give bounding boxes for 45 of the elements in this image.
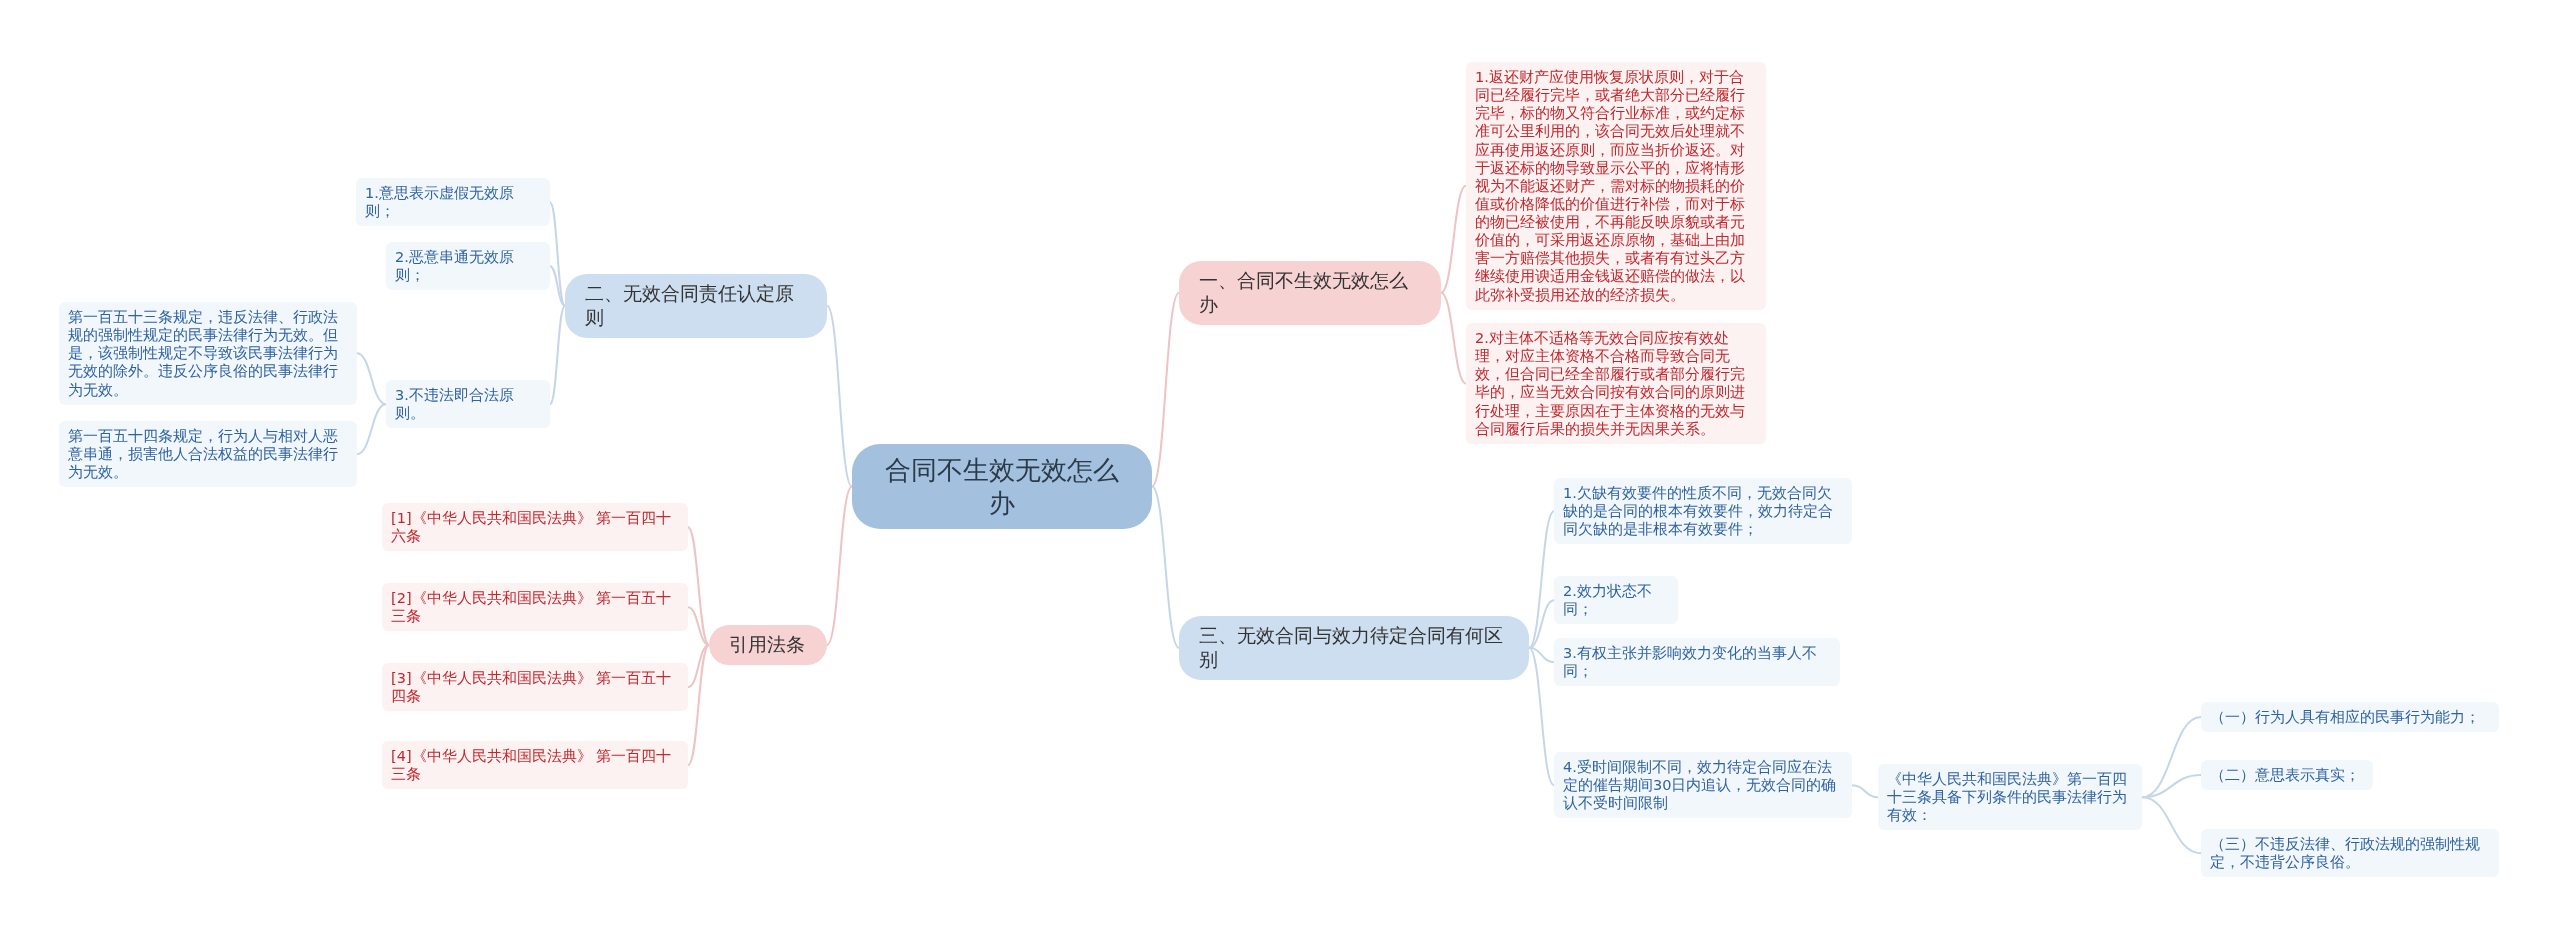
note-box: 3.不违法即合法原则。: [386, 380, 550, 429]
note-box: [3]《中华人民共和国民法典》 第一百五十四条: [382, 663, 688, 712]
connector-line: [687, 606, 710, 646]
note-box: 2.恶意串通无效原则；: [386, 242, 550, 291]
note-box: 4.受时间限制不同，效力待定合同应在法定的催告期间30日内追认，无效合同的确认不受时间限制: [1554, 752, 1852, 819]
connector-line: [1851, 784, 1879, 799]
branch-box: 二、无效合同责任认定原则: [565, 274, 827, 338]
note-box: （一）行为人具有相应的民事行为能力；: [2201, 702, 2499, 733]
connector-line: [1528, 599, 1555, 649]
connector-line: [356, 352, 387, 406]
note-box: 1.返还财产应使用恢复原状原则，对于合同已经履行完毕，或者绝大部分已经履行完毕，标的物又符合行业标准，或约定标准可公里利用的，该合同无效后处理就不应再使用返还原则，而应当折价返还。对于返还标的物导致显示公平的，应将情形视为不能返还财产，需对标的物损耗的价值或价格降低的价值进行补偿，而对于标的物已经被使用，不再能反映原貌或者元价值的，可采用返还原原物，基础上由加害一方赔偿其他损失，或者有有过头乙方继续使用谀适用金钱返还赔偿的做法，以此弥补受损用还放的经济损失。: [1466, 62, 1766, 310]
connector-line: [687, 643, 710, 689]
connector-line: [1528, 646, 1555, 664]
connector-line: [356, 403, 387, 456]
connector-line: [1440, 184, 1467, 294]
note-box: 2.效力状态不同；: [1554, 576, 1678, 625]
connector-line: [1528, 646, 1555, 787]
connector-line: [826, 304, 853, 488]
note-box: [1]《中华人民共和国民法典》 第一百四十六条: [382, 503, 688, 552]
connector-line: [1528, 510, 1555, 649]
topic-box: 合同不生效无效怎么办: [852, 444, 1152, 529]
note-box: [2]《中华人民共和国民法典》 第一百五十三条: [382, 583, 688, 632]
branch-box: 引用法条: [709, 625, 827, 665]
note-box: 《中华人民共和国民法典》第一百四十三条具备下列条件的民事法律行为有效：: [1878, 764, 2142, 831]
note-box: 3.有权主张并影响效力变化的当事人不同；: [1554, 638, 1840, 687]
note-box: [4]《中华人民共和国民法典》 第一百四十三条: [382, 741, 688, 790]
note-box: 1.欠缺有效要件的性质不同，无效合同欠缺的是合同的根本有效要件，效力待定合同欠缺的是非根本有效要件；: [1554, 478, 1852, 545]
note-box: （三）不违反法律、行政法规的强制性规定，不违背公序良俗。: [2201, 829, 2499, 878]
connector-line: [2141, 796, 2202, 855]
connector-line: [1440, 291, 1467, 385]
note-box: 第一百五十四条规定，行为人与相对人恶意串通，损害他人合法权益的民事法律行为无效。: [59, 421, 357, 488]
note-box: （二）意思表示真实；: [2201, 760, 2373, 791]
branch-box: 三、无效合同与效力待定合同有何区别: [1179, 616, 1529, 680]
connector-line: [687, 643, 710, 767]
note-box: 1.意思表示虚假无效原则；: [356, 178, 550, 227]
connector-line: [687, 526, 710, 646]
note-box: 第一百五十三条规定，违反法律、行政法规的强制性规定的民事法律行为无效。但是，该强制性规定不导致该民事法律行为无效的除外。违反公序良俗的民事法律行为无效。: [59, 302, 357, 405]
note-box: 2.对主体不适格等无效合同应按有效处理，对应主体资格不合格而导致合同无效，但合同已经全部履行或者部分履行完毕的，应当无效合同按有效合同的原则进行处理，主要原因在于主体资格的无效与合同履行后果的损失并无因果关系。: [1466, 323, 1766, 444]
connector-line: [1151, 291, 1180, 488]
connector-line: [549, 265, 566, 307]
connector-line: [1151, 485, 1180, 649]
connector-line: [826, 485, 853, 646]
connector-line: [549, 201, 566, 307]
connector-line: [549, 304, 566, 406]
branch-box: 一、合同不生效无效怎么办: [1179, 261, 1441, 325]
